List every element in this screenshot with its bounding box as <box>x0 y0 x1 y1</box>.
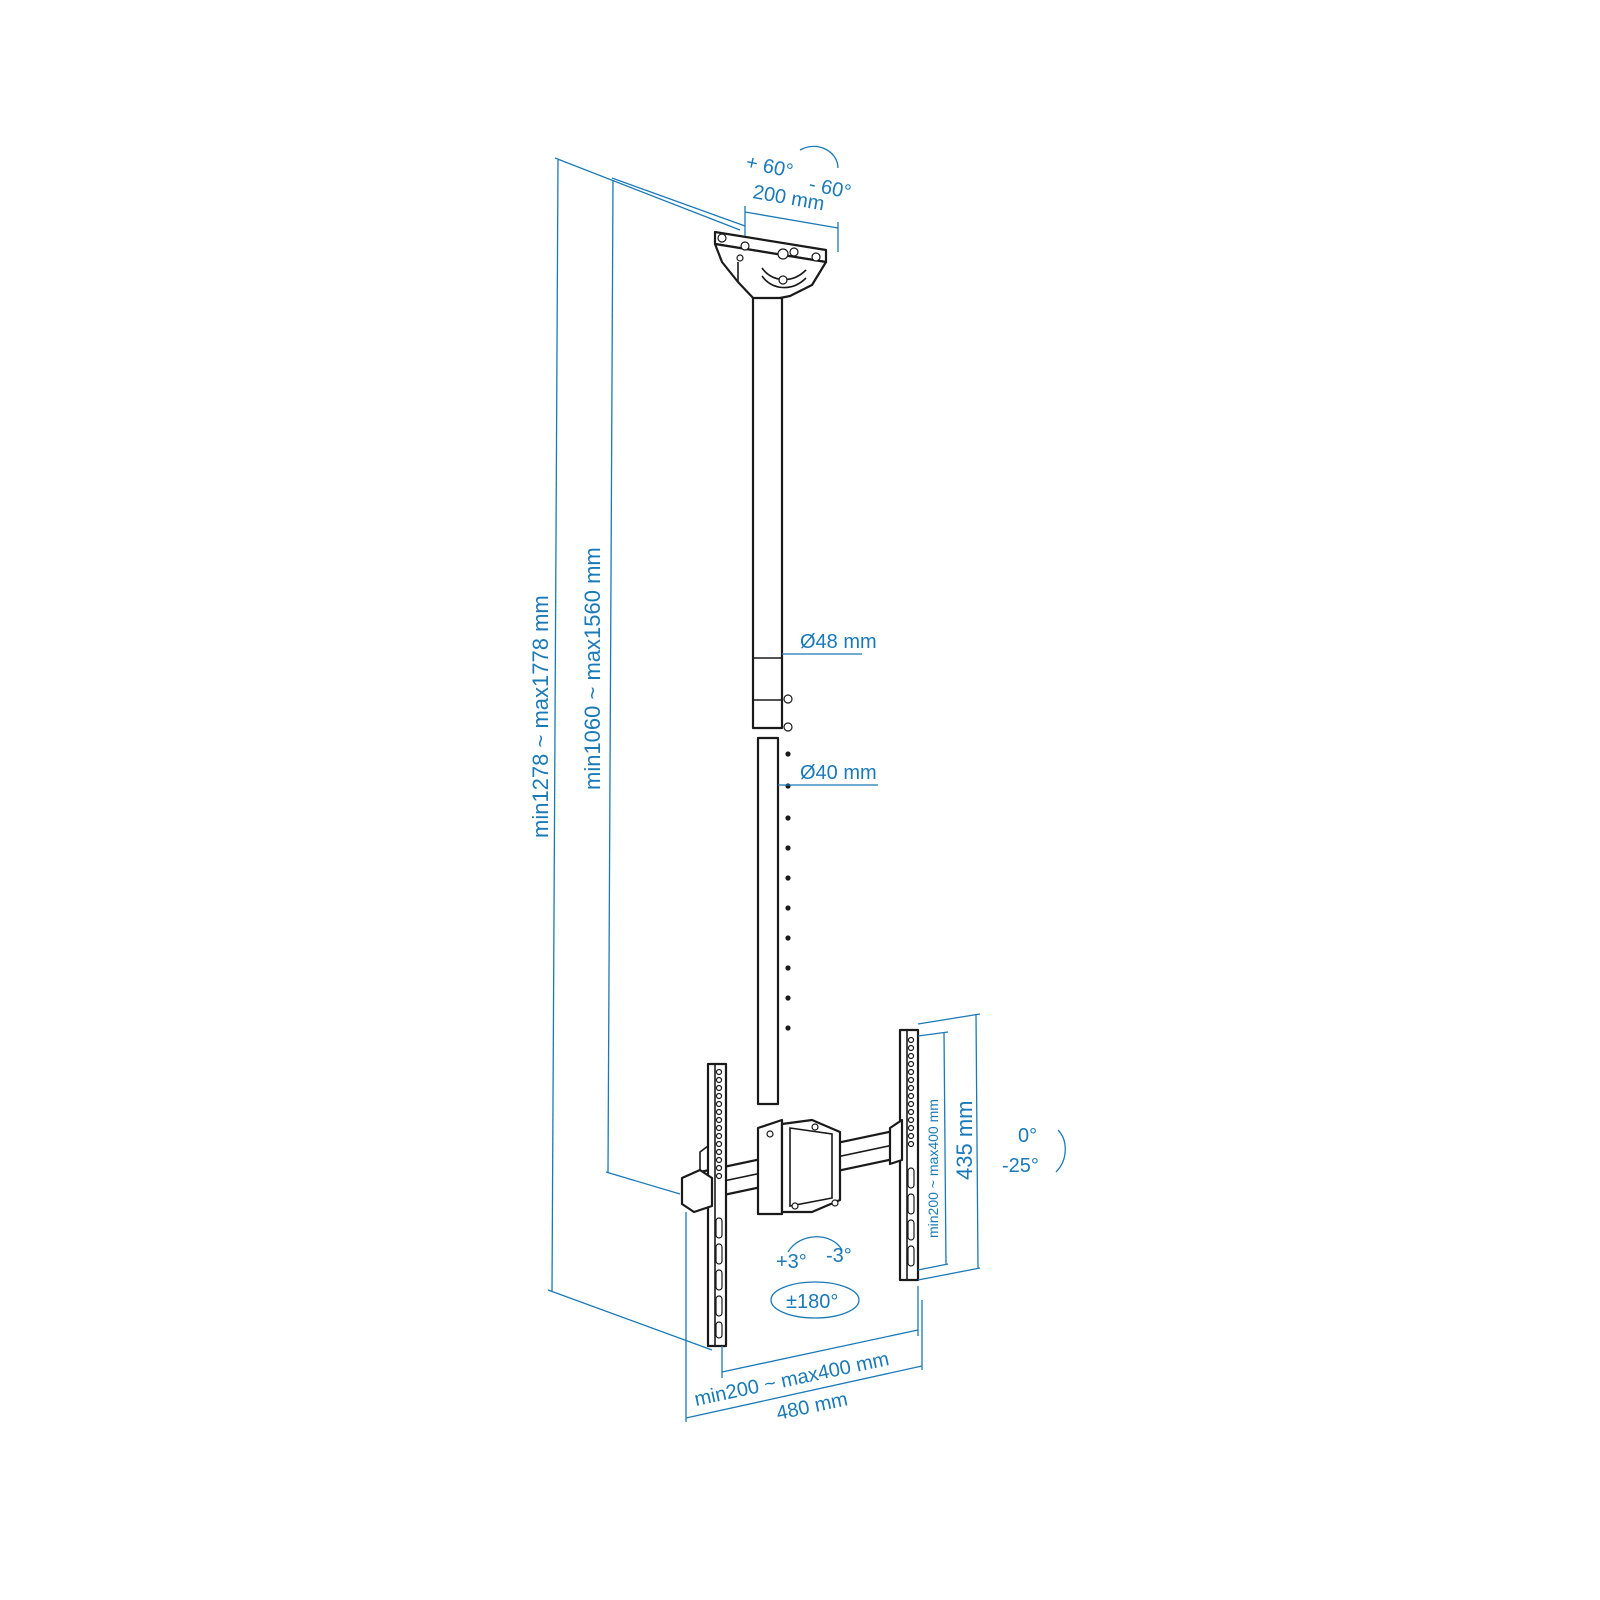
upper-tube <box>751 296 784 730</box>
upper-tube-diameter-label: Ø48 mm <box>800 631 877 653</box>
bracket-width-label: 480 mm <box>774 1388 849 1425</box>
level-plus-label: +3° <box>776 1251 807 1273</box>
adjustment-holes <box>785 751 791 1031</box>
vesa-vertical-label: min200 ~ max400 mm <box>925 1099 941 1238</box>
rotation-label: ±180° <box>786 1291 838 1313</box>
tilt-head <box>756 1118 842 1216</box>
left-vesa-arm <box>680 1062 728 1348</box>
right-vesa-arm <box>888 1028 920 1282</box>
arm-height-label: 435 mm <box>952 1101 977 1180</box>
dimension-lines <box>547 145 1066 1422</box>
tilt-zero-label: 0° <box>1018 1125 1037 1147</box>
level-minus-label: -3° <box>826 1245 852 1267</box>
ceiling-plate <box>713 230 828 302</box>
lower-tube-diameter-label: Ø40 mm <box>800 762 877 784</box>
lower-tube <box>756 736 780 1106</box>
total-height-label: min1278 ~ max1778 mm <box>528 595 553 838</box>
pole-height-label: min1060 ~ max1560 mm <box>580 547 605 790</box>
dimension-labels: + 60° - 60° 200 mm min1278 ~ max1778 mm … <box>528 151 1039 1425</box>
swivel-plus-label: + 60° <box>744 151 795 182</box>
ceiling-mount-drawing <box>680 230 920 1348</box>
tilt-minus-label: -25° <box>1002 1155 1039 1177</box>
